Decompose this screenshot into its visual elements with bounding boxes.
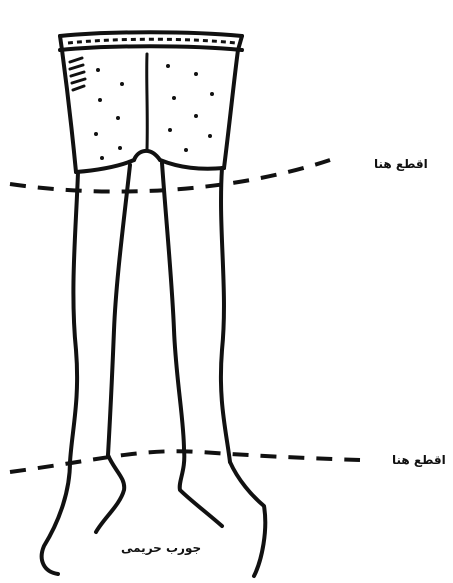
left-leg [70, 165, 130, 462]
right-foot [180, 450, 266, 576]
right-leg [162, 163, 230, 462]
cut-here-label-bottom: اقطع هنا [392, 453, 446, 467]
brief-section [62, 50, 238, 172]
side-hatch-marks [70, 58, 85, 90]
stockings-label: جورب حريمى [121, 541, 201, 555]
left-foot [42, 455, 125, 574]
waistband [60, 32, 242, 50]
decorative-dots [94, 64, 214, 160]
cut-here-label-top: اقطع هنا [374, 157, 428, 171]
